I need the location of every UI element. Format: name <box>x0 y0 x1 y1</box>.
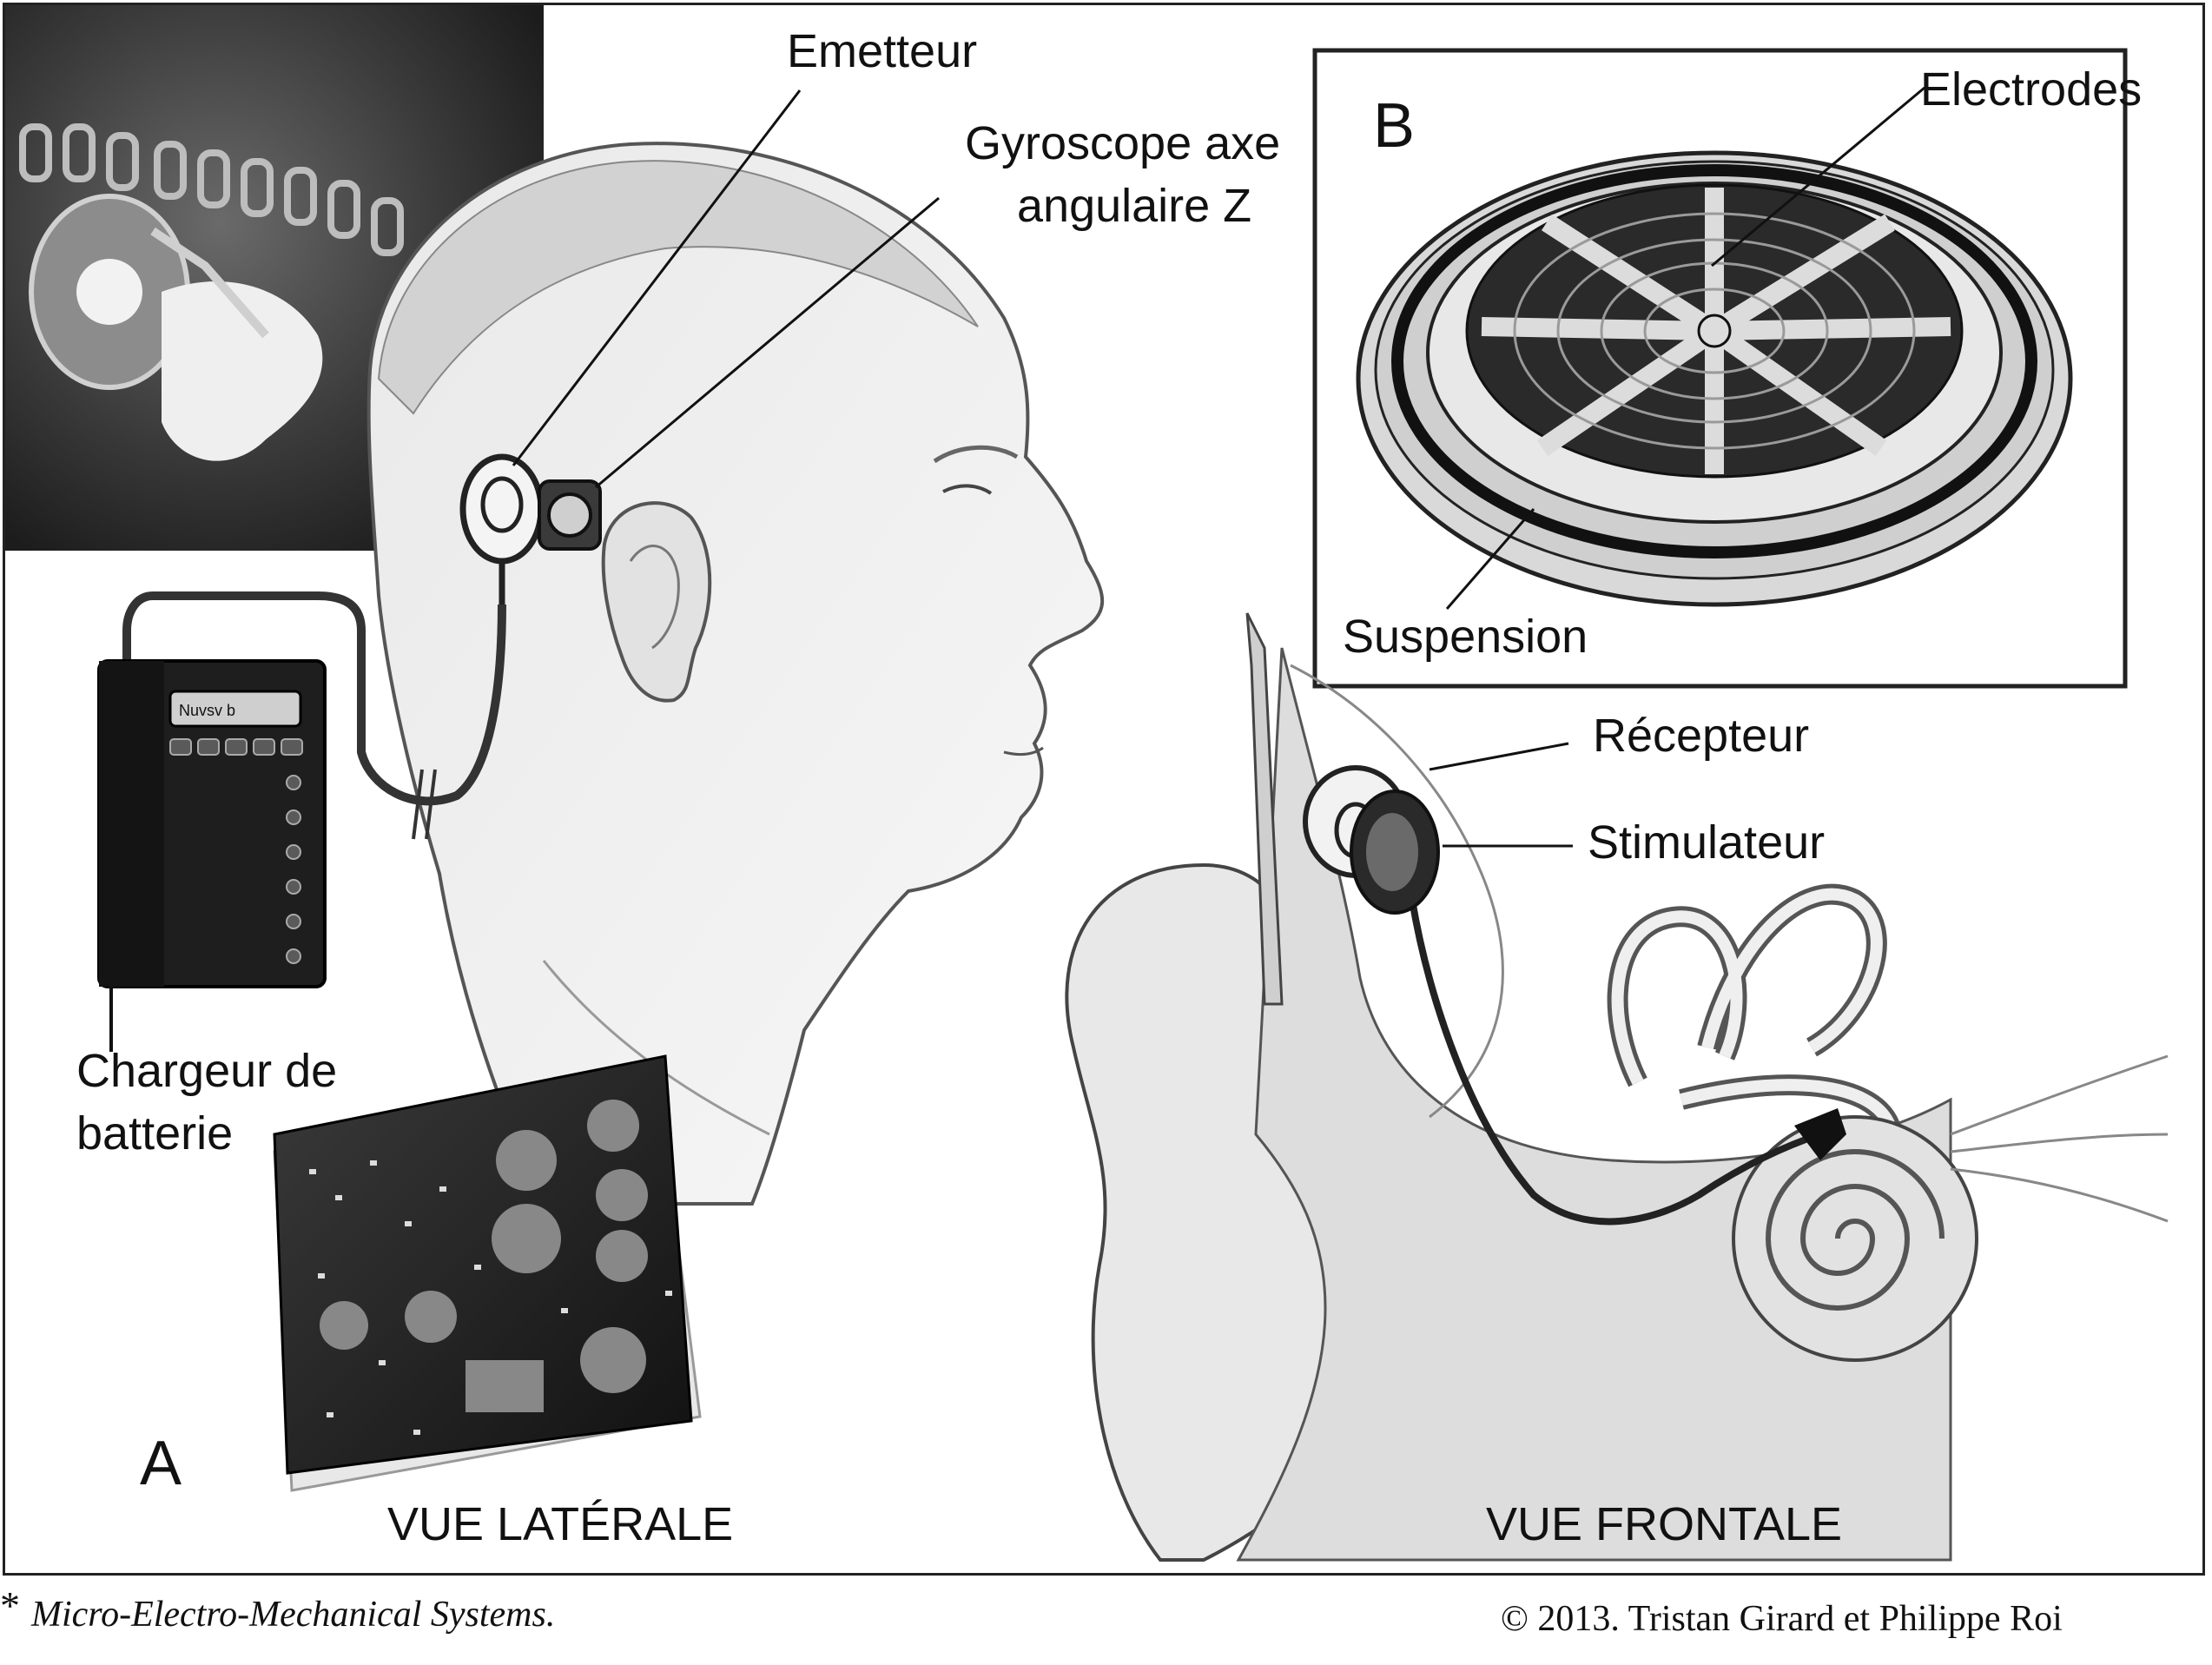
illustration-artwork: Nuvsv b <box>5 5 2169 1562</box>
recepteur-leader-line <box>1429 742 1569 771</box>
copyright-text: © 2013. Tristan Girard et Philippe Roi <box>1501 1599 2063 1639</box>
footnote-text: Micro-Electro-Mechanical Systems. <box>31 1594 555 1635</box>
chargeur-label-line2: batterie <box>76 1107 234 1160</box>
suspension-leader-line <box>1445 508 1535 610</box>
vue-laterale-label: VUE LATÉRALE <box>387 1498 734 1550</box>
vue-frontale-label: VUE FRONTALE <box>1486 1498 1843 1550</box>
suspension-label: Suspension <box>1343 611 1588 663</box>
recepteur-label: Récepteur <box>1593 710 1810 762</box>
gyroscope-label-line2: angulaire Z <box>1017 180 1252 232</box>
emetteur-leader-line <box>512 89 802 466</box>
cable-break-mark <box>412 769 437 840</box>
electrodes-leader-line <box>1711 86 1925 268</box>
stimulateur-label: Stimulateur <box>1588 816 1826 869</box>
charger-display-text: Nuvsv b <box>179 702 235 719</box>
head-profile-illustration <box>366 142 1105 1206</box>
receiver-stimulator-device <box>1303 765 1440 915</box>
gyroscope-label-line1: Gyroscope axe <box>965 117 1281 169</box>
footnote-asterisk: * <box>0 1583 20 1628</box>
panel-a-letter: A <box>140 1429 182 1498</box>
chargeur-label-line1: Chargeur de <box>76 1045 338 1097</box>
implant-cable <box>122 591 506 806</box>
battery-charger-device: Nuvsv b <box>97 659 327 988</box>
gyroscope-leader-line <box>595 196 940 489</box>
gyroscope-device <box>538 479 602 551</box>
emetteur-label: Emetteur <box>787 25 978 77</box>
illustration-frame: Nuvsv b <box>3 3 2205 1576</box>
footnote-italic: Micro-Electro-Mechanical Systems. <box>31 1595 556 1635</box>
electrodes-label: Electrodes <box>1920 63 2143 116</box>
mems-gyroscope-structure <box>1356 150 2073 607</box>
mems-chip-wafer-image <box>273 1054 702 1492</box>
panel-b-letter: B <box>1373 91 1416 161</box>
ear-cross-section-illustration <box>1065 612 2169 1562</box>
